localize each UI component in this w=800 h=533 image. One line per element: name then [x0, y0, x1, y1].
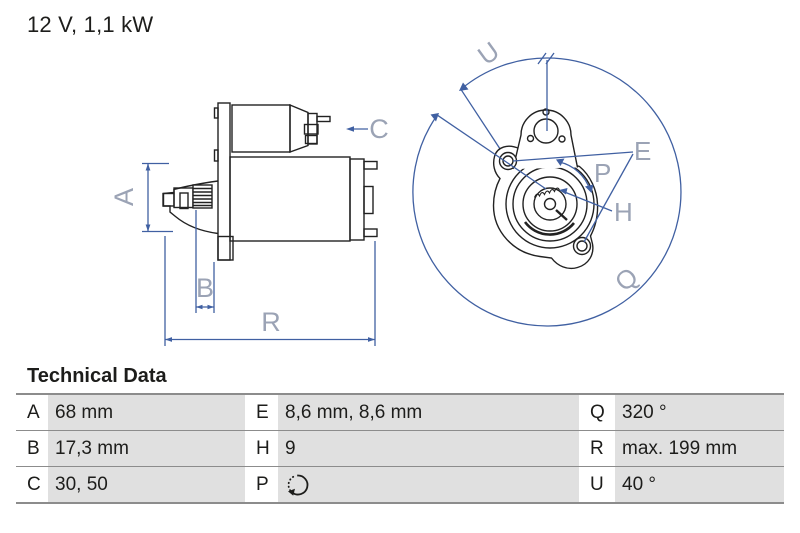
- table-row: C 30, 50 P U 40 °: [16, 467, 784, 504]
- cell-value-b: 17,3 mm: [48, 431, 245, 466]
- table-row: B 17,3 mm H 9 R max. 199 mm: [16, 431, 784, 467]
- cell-key-a: A: [16, 395, 48, 430]
- dim-label-p: P: [594, 158, 611, 188]
- page-title: 12 V, 1,1 kW: [27, 12, 154, 37]
- side-view-drawing: [162, 102, 378, 261]
- dim-label-e: E: [634, 136, 651, 166]
- cell-value-r: max. 199 mm: [615, 431, 784, 466]
- cell-value-h: 9: [278, 431, 579, 466]
- dim-label-u: U: [472, 36, 505, 71]
- front-view-dimension-leaders: [436, 60, 634, 243]
- technical-data-table: A 68 mm E 8,6 mm, 8,6 mm Q 320 ° B 17,3 …: [16, 393, 784, 504]
- cell-key-c: C: [16, 467, 48, 502]
- cell-key-q: Q: [579, 395, 615, 430]
- table-row: A 68 mm E 8,6 mm, 8,6 mm Q 320 °: [16, 395, 784, 431]
- cell-value-u: 40 °: [615, 467, 784, 502]
- cell-key-b: B: [16, 431, 48, 466]
- cell-value-c: 30, 50: [48, 467, 245, 502]
- dim-label-a: A: [109, 188, 139, 206]
- cell-value-q: 320 °: [615, 395, 784, 430]
- dim-label-c: C: [369, 114, 389, 144]
- technical-diagram: U E P H Q: [109, 36, 682, 346]
- dim-label-h: H: [614, 197, 633, 227]
- cell-key-r: R: [579, 431, 615, 466]
- cell-key-h: H: [245, 431, 278, 466]
- dim-label-r: R: [261, 307, 281, 337]
- cell-value-a: 68 mm: [48, 395, 245, 430]
- dim-label-b: B: [196, 273, 214, 303]
- cell-value-p: [278, 467, 579, 502]
- rotation-ccw-icon: [287, 474, 309, 496]
- cell-value-e: 8,6 mm, 8,6 mm: [278, 395, 579, 430]
- cell-key-p: P: [245, 467, 278, 502]
- dim-label-q: Q: [609, 261, 644, 297]
- table-heading: Technical Data: [27, 365, 167, 387]
- front-view-dimension-arcs: [412, 52, 682, 327]
- side-view-dimensions: [142, 126, 376, 346]
- cell-key-u: U: [579, 467, 615, 502]
- side-view-labels: A B R C: [109, 114, 389, 337]
- cell-key-e: E: [245, 395, 278, 430]
- front-view-drawing: [492, 108, 599, 270]
